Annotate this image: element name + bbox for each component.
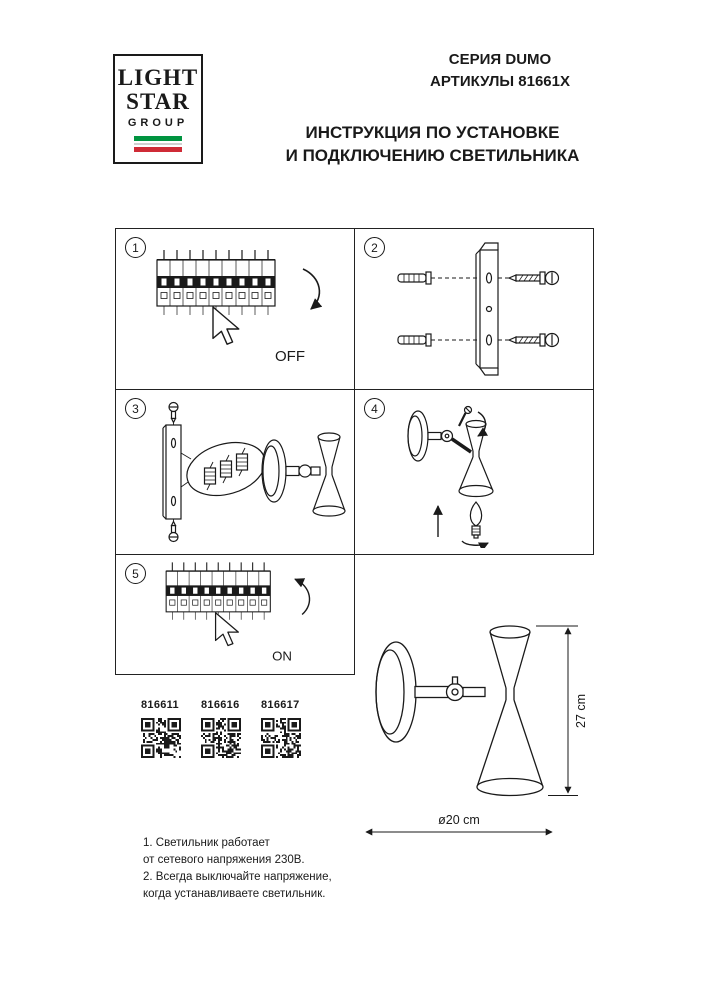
screw-top bbox=[507, 270, 560, 286]
circuit-breaker bbox=[165, 562, 271, 620]
flag-white-bar bbox=[134, 143, 182, 145]
step-1-number: 1 bbox=[125, 237, 146, 258]
illustration-wiring bbox=[162, 401, 346, 543]
switch-off-arrow bbox=[302, 268, 323, 310]
step-5-panel: 5 bbox=[115, 554, 355, 675]
height-dimension-label: 27 cm bbox=[574, 694, 588, 728]
screw-bottom bbox=[168, 519, 179, 543]
flag-red-bar bbox=[134, 147, 182, 152]
step-2-number: 2 bbox=[364, 237, 385, 258]
illustration-breaker-on: ON bbox=[165, 562, 311, 663]
safety-notes: 1. Светильник работает от сетевого напря… bbox=[143, 835, 332, 903]
on-label: ON bbox=[272, 648, 292, 663]
product-code: 816617 bbox=[261, 699, 300, 711]
article-numbers: АРТИКУЛЫ 81661X bbox=[430, 73, 570, 90]
note-line: от сетевого напряжения 230В. bbox=[143, 854, 305, 866]
grid-row-1: 1 bbox=[115, 228, 595, 390]
illustration-final-lamp: 27 cm ø20 cm bbox=[365, 625, 588, 836]
grid-row-2: 3 bbox=[115, 389, 595, 555]
tighten-arrow bbox=[477, 411, 489, 437]
product-code: 816611 bbox=[141, 699, 179, 711]
lamp-canopy bbox=[407, 410, 472, 462]
mounting-bracket bbox=[162, 424, 182, 520]
title-line-1: ИНСТРУКЦИЯ ПО УСТАНОВКЕ bbox=[305, 123, 560, 142]
terminal-blocks bbox=[203, 447, 249, 491]
illustration-breaker-off: OFF bbox=[156, 250, 323, 365]
logo-text-star: STAR bbox=[126, 89, 190, 114]
mounting-bracket bbox=[475, 242, 499, 376]
product-column: 816617 bbox=[261, 699, 321, 758]
step-4-panel: 4 bbox=[354, 389, 594, 555]
logo-text-light: LIGHT bbox=[117, 65, 199, 90]
step-2-panel: 2 bbox=[354, 228, 594, 390]
product-column: 816611 bbox=[141, 699, 201, 758]
series-block: СЕРИЯ DUMO АРТИКУЛЫ 81661X bbox=[360, 49, 640, 93]
off-label: OFF bbox=[275, 348, 305, 365]
qr-code-2 bbox=[201, 718, 241, 758]
product-codes-section: 816611 816616 816617 bbox=[141, 699, 321, 758]
screw-bottom bbox=[507, 332, 560, 348]
logo-text-group: GROUP bbox=[127, 117, 189, 129]
wall-anchor-bottom bbox=[397, 333, 432, 347]
note-line: 2. Всегда выключайте напряжение, bbox=[143, 871, 332, 883]
step-3-number: 3 bbox=[125, 398, 146, 419]
height-dimension bbox=[536, 625, 578, 796]
lamp-canopy bbox=[375, 641, 417, 743]
step-4-number: 4 bbox=[364, 398, 385, 419]
instruction-grid: 1 bbox=[115, 228, 595, 675]
qr-code-1 bbox=[141, 718, 181, 758]
italy-flag-icon bbox=[134, 136, 182, 152]
step-1-panel: 1 bbox=[115, 228, 355, 390]
grid-row-3: 5 bbox=[115, 554, 595, 675]
note-line: когда устанавливаете светильник. bbox=[143, 888, 326, 900]
circuit-breaker bbox=[156, 250, 276, 315]
lamp-shade bbox=[476, 625, 544, 797]
switch-on-arrow bbox=[294, 578, 311, 616]
title-line-2: И ПОДКЛЮЧЕНИЮ СВЕТИЛЬНИКА bbox=[285, 146, 580, 165]
hand-pointer-icon bbox=[212, 306, 240, 345]
step-5-number: 5 bbox=[125, 563, 146, 584]
lamp-shade bbox=[458, 419, 494, 498]
flag-green-bar bbox=[134, 136, 182, 141]
candle-bulb bbox=[469, 501, 483, 539]
joint-screw bbox=[458, 405, 473, 427]
lightstar-logo: LIGHT STAR GROUP bbox=[113, 54, 203, 164]
screw-top bbox=[168, 401, 179, 425]
qr-code-3 bbox=[261, 718, 301, 758]
note-line: 1. Светильник работает bbox=[143, 837, 270, 849]
hand-pointer-icon bbox=[214, 612, 239, 647]
lamp-shade bbox=[312, 432, 346, 517]
wall-anchor-top bbox=[397, 271, 432, 285]
final-lamp-drawing: 27 cm ø20 cm bbox=[356, 580, 588, 848]
product-column: 816616 bbox=[201, 699, 261, 758]
screw-in-arrow bbox=[461, 540, 489, 548]
illustration-assembly bbox=[407, 405, 494, 548]
lamp-arm bbox=[414, 676, 486, 702]
series-name: СЕРИЯ DUMO bbox=[448, 51, 552, 68]
step-3-panel: 3 bbox=[115, 389, 355, 555]
diameter-dimension-label: ø20 cm bbox=[438, 813, 480, 827]
page-title: ИНСТРУКЦИЯ ПО УСТАНОВКЕ И ПОДКЛЮЧЕНИЮ СВ… bbox=[245, 121, 620, 167]
illustration-bracket-mounting bbox=[397, 242, 560, 376]
product-code: 816616 bbox=[201, 699, 240, 711]
lamp-canopy bbox=[261, 439, 321, 503]
